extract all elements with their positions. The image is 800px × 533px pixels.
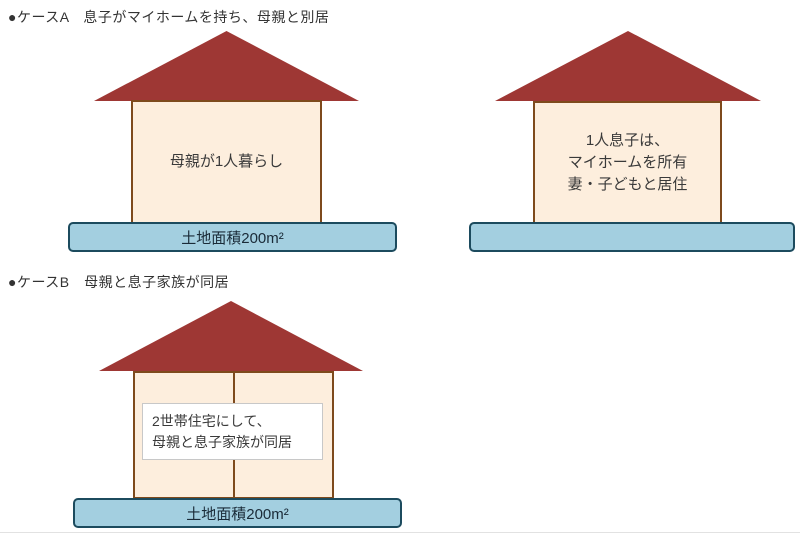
case-a-son-land-bar [469, 222, 795, 252]
case-b-house-roof [99, 301, 363, 371]
case-b-infobox: 2世帯住宅にして、 母親と息子家族が同居 [142, 403, 323, 460]
case-a-mother-house-text: 母親が1人暮らし [169, 153, 284, 170]
case-a-son-house-roof [495, 31, 761, 101]
case-a-label: ●ケースA 息子がマイホームを持ち、母親と別居 [8, 9, 330, 25]
case-b-label: ●ケースB 母親と息子家族が同居 [8, 274, 230, 290]
case-b-land-label: 土地面積200m² [186, 505, 289, 523]
case-a-son-house-text-line1: 1人息子は、 [585, 131, 670, 149]
case-b-land-bar: 土地面積200m² [73, 498, 402, 528]
case-a-mother-house-wall: 母親が1人暮らし [131, 100, 322, 224]
case-a-son-house-text-line3: 妻・子どもと居住 [567, 175, 688, 193]
case-b-infobox-line2: 母親と息子家族が同居 [152, 434, 292, 450]
case-a-son-house-wall: 1人息子は、 マイホームを所有 妻・子どもと居住 [533, 101, 722, 224]
case-a-mother-land-label: 土地面積200m² [181, 229, 284, 247]
case-a-mother-land-bar: 土地面積200m² [68, 222, 397, 252]
case-b-infobox-line1: 2世帯住宅にして、 [152, 413, 271, 429]
case-a-mother-house-roof [94, 31, 359, 101]
case-a-son-house-text-line2: マイホームを所有 [567, 153, 688, 171]
